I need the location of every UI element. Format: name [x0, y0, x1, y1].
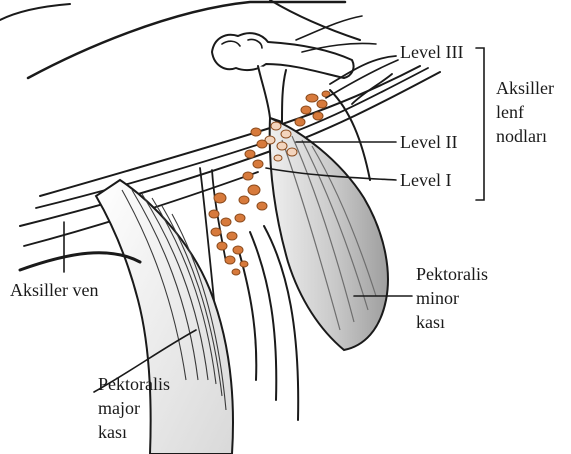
label-pec-major-line-3: kası [98, 420, 170, 444]
label-group-line-1: Aksiller [496, 76, 554, 100]
chest-wall-curve [20, 253, 140, 270]
coracoid-process [258, 66, 286, 122]
label-axillary-lymph-nodes: Aksiller lenf nodları [496, 76, 554, 148]
label-level-3: Level III [400, 40, 463, 64]
label-pec-major-line-1: Pektoralis [98, 372, 170, 396]
rib-curve-1 [238, 248, 256, 380]
axillary-vein-upper [40, 66, 420, 196]
label-level-1: Level I [400, 168, 451, 192]
label-pec-major-line-2: major [98, 396, 170, 420]
label-axillary-vein: Aksiller ven [10, 278, 98, 302]
label-group-line-2: lenf [496, 100, 554, 124]
label-pectoralis-major: Pektoralis major kası [98, 372, 170, 444]
label-pec-minor-line-2: minor [416, 286, 488, 310]
label-pectoralis-minor: Pektoralis minor kası [416, 262, 488, 334]
upper-arm-outline [0, 4, 70, 20]
label-pec-minor-line-1: Pektoralis [416, 262, 488, 286]
axillary-artery [36, 68, 428, 208]
group-bracket [476, 48, 484, 200]
label-level-2: Level II [400, 130, 457, 154]
label-group-line-3: nodları [496, 124, 554, 148]
label-pec-minor-line-3: kası [416, 310, 488, 334]
